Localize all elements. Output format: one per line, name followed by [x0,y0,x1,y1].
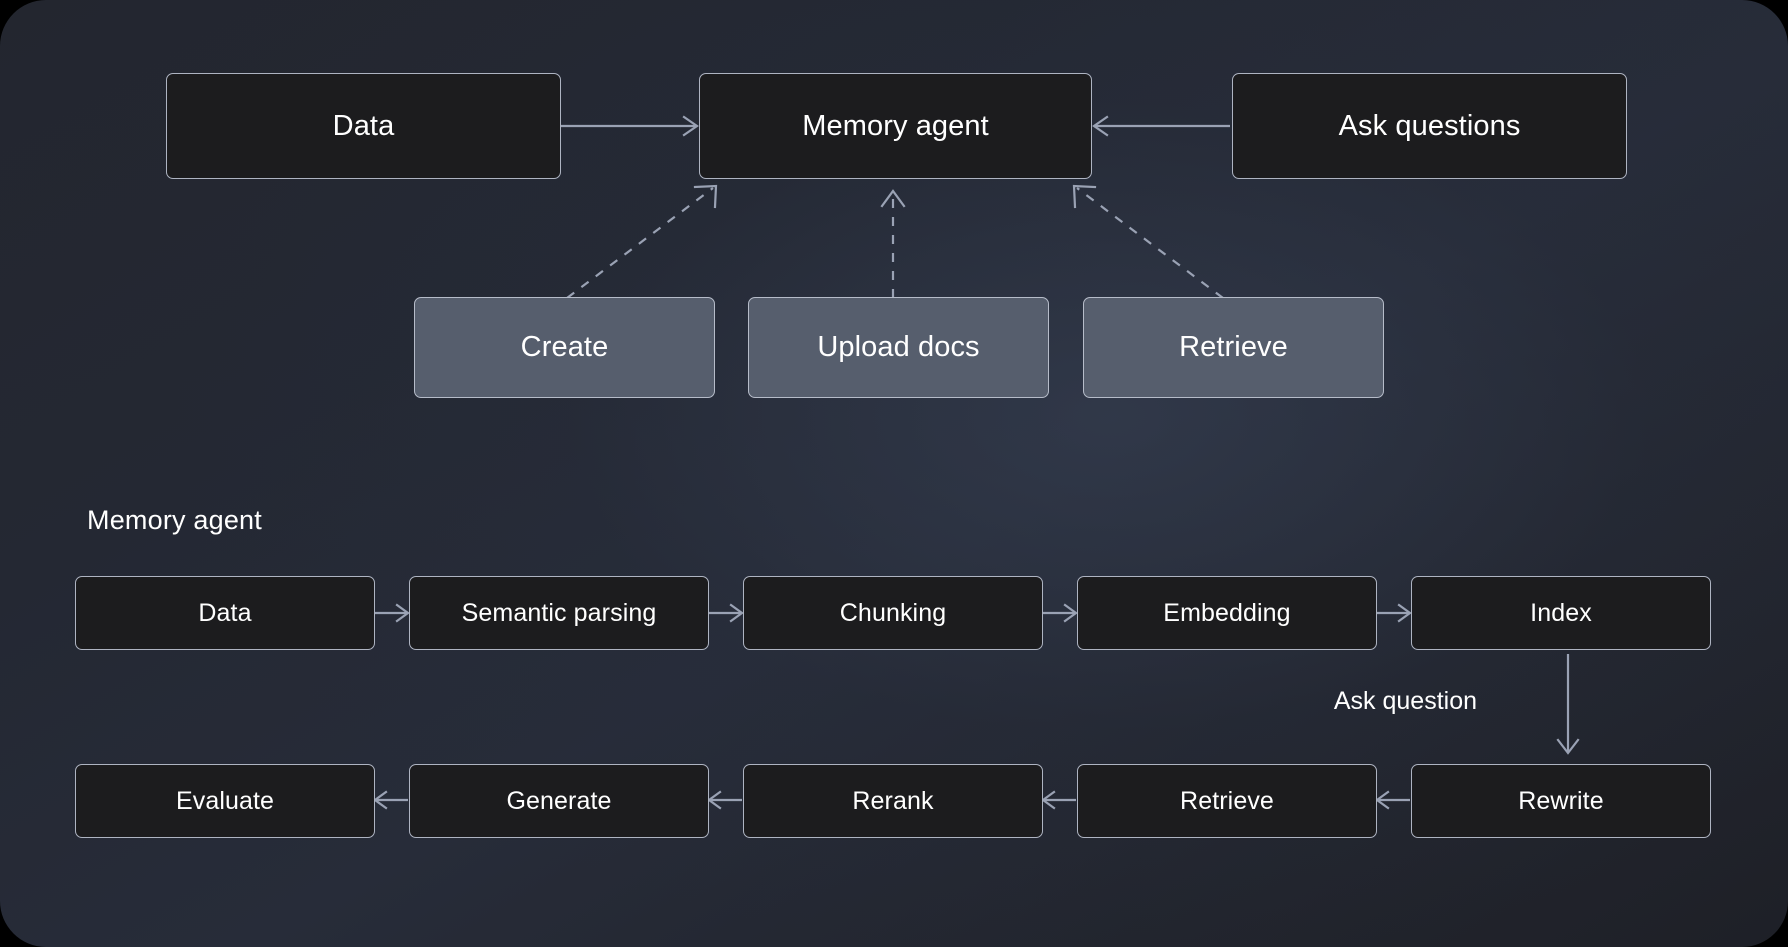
overview-node-ask-questions-label: Ask questions [1338,109,1521,142]
edge-chunking-to-embedding [1043,603,1078,623]
edge-retrieve-to-rerank [1041,790,1076,810]
edge-semantic-parsing-to-chunking [709,603,744,623]
edge-embedding-to-index [1377,603,1412,623]
edge-generate-to-evaluate [373,790,408,810]
overview-node-data[interactable]: Data [166,73,561,179]
edge-create-to-memory-agent [566,184,718,299]
edge-ask-questions-to-memory-agent [1092,115,1230,137]
detail-node-evaluate[interactable]: Evaluate [75,764,375,838]
detail-node-index[interactable]: Index [1411,576,1711,650]
detail-node-rewrite[interactable]: Rewrite [1411,764,1711,838]
detail-node-generate[interactable]: Generate [409,764,709,838]
edge-label-ask-question: Ask question [1333,687,1477,715]
detail-node-data-label: Data [198,598,252,627]
detail-node-chunking[interactable]: Chunking [743,576,1043,650]
overview-node-create-label: Create [520,331,609,363]
detail-node-retrieve[interactable]: Retrieve [1077,764,1377,838]
overview-node-create[interactable]: Create [414,297,715,398]
detail-node-data[interactable]: Data [75,576,375,650]
overview-node-retrieve-label: Retrieve [1179,331,1288,363]
detail-node-retrieve-label: Retrieve [1180,786,1274,815]
detail-node-embedding-label: Embedding [1163,598,1291,627]
detail-node-rerank[interactable]: Rerank [743,764,1043,838]
edge-retrieve-to-memory-agent [1072,184,1224,299]
overview-node-data-label: Data [332,109,395,142]
edge-rerank-to-generate [707,790,742,810]
overview-node-ask-questions[interactable]: Ask questions [1232,73,1627,179]
detail-node-evaluate-label: Evaluate [175,786,275,815]
overview-node-memory-agent[interactable]: Memory agent [699,73,1092,179]
detail-node-rerank-label: Rerank [852,786,934,815]
detail-node-semantic-parsing-label: Semantic parsing [461,598,657,627]
detail-node-generate-label: Generate [506,786,612,815]
overview-node-retrieve[interactable]: Retrieve [1083,297,1384,398]
overview-node-upload-docs-label: Upload docs [817,331,980,363]
edge-rewrite-to-retrieve [1375,790,1410,810]
overview-node-upload-docs[interactable]: Upload docs [748,297,1049,398]
detail-section-caption: Memory agent [87,505,262,535]
edge-upload-docs-to-memory-agent [880,189,906,298]
detail-node-index-label: Index [1530,598,1592,627]
edge-index-to-rewrite [1556,654,1580,755]
detail-node-embedding[interactable]: Embedding [1077,576,1377,650]
detail-node-rewrite-label: Rewrite [1518,786,1604,815]
overview-node-memory-agent-label: Memory agent [802,109,989,142]
edge-data-to-memory-agent [561,115,699,137]
detail-node-chunking-label: Chunking [839,598,947,627]
detail-node-semantic-parsing[interactable]: Semantic parsing [409,576,709,650]
edge-data-to-semantic-parsing [375,603,410,623]
